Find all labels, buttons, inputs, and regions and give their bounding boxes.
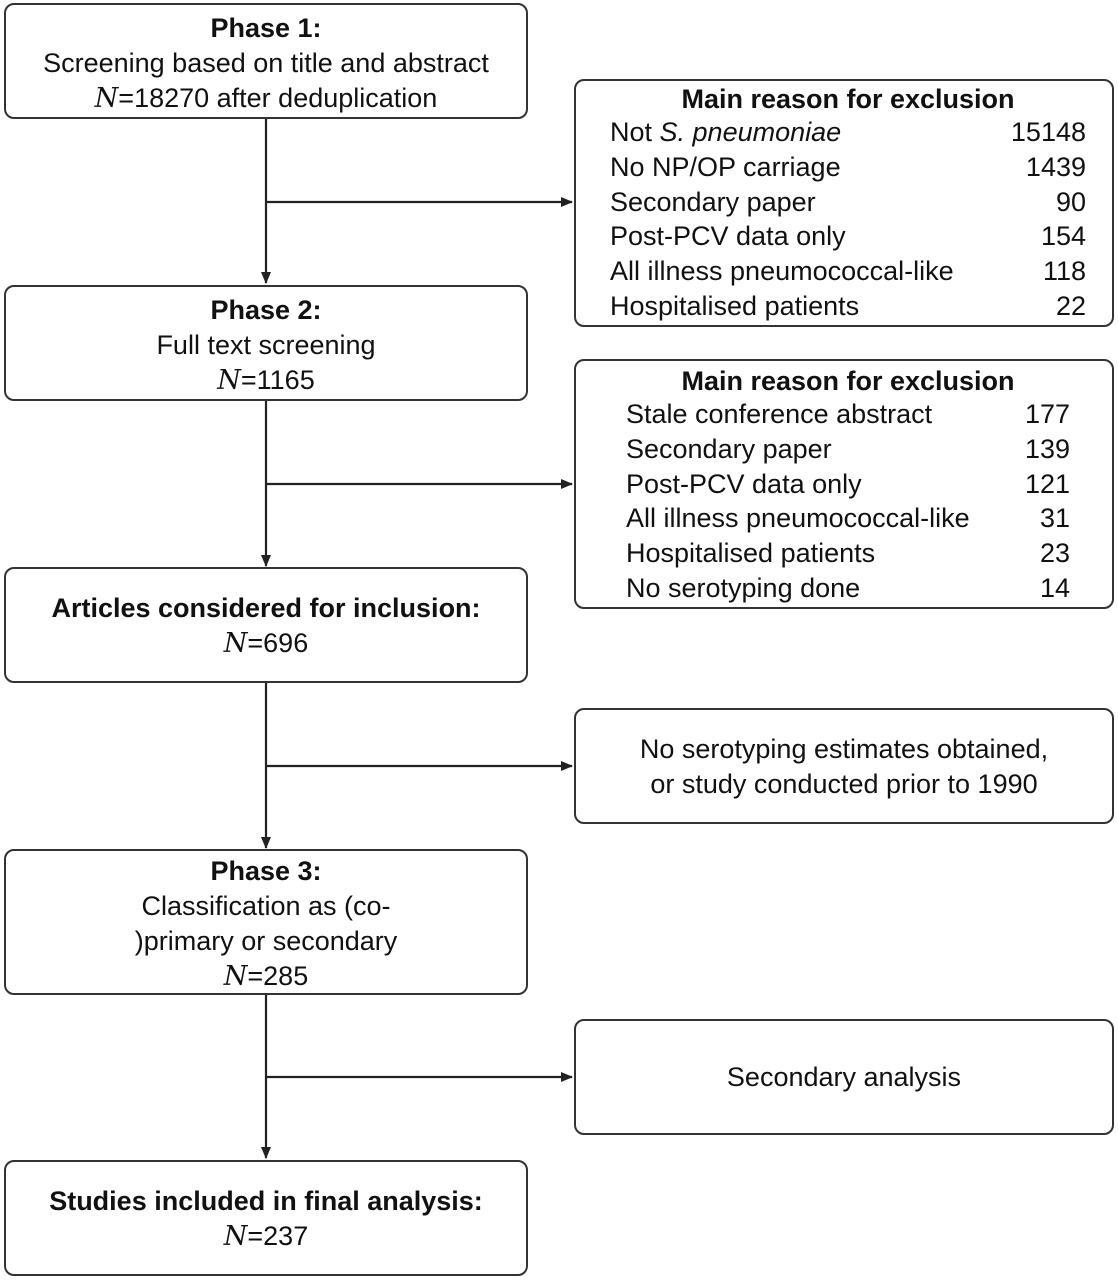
secondary-box: Secondary analysis <box>574 1019 1114 1135</box>
phase3-description-line2: )primary or secondary <box>134 926 398 956</box>
phase2-title: Phase 2: <box>210 295 322 325</box>
final-title: Studies included in final analysis: <box>49 1186 483 1216</box>
exclusion1-box: Main reason for exclusion Not S. pneumon… <box>574 79 1114 327</box>
phase2-count: N=1165 <box>217 365 315 396</box>
final-count: N=237 <box>223 1221 309 1252</box>
considered-count: N=696 <box>223 628 309 659</box>
secondary-label: Secondary analysis <box>726 1062 962 1092</box>
exclusion3-box: No serotyping estimates obtained, or stu… <box>574 708 1114 824</box>
exclusion3-line2: or study conducted prior to 1990 <box>650 769 1038 799</box>
exclusion3-line1: No serotyping estimates obtained, <box>639 734 1049 764</box>
phase3-count: N=285 <box>223 961 309 992</box>
phase2-box: Phase 2: Full text screening N=1165 <box>4 285 528 401</box>
phase3-description-line1: Classification as (co- <box>141 891 391 921</box>
phase1-title: Phase 1: <box>210 13 322 43</box>
phase3-box: Phase 3: Classification as (co- )primary… <box>4 849 528 995</box>
considered-box: Articles considered for inclusion: N=696 <box>4 567 528 683</box>
final-box: Studies included in final analysis: N=23… <box>4 1160 528 1276</box>
exclusion2-box: Main reason for exclusion Stale conferen… <box>574 359 1114 609</box>
phase3-title: Phase 3: <box>210 856 322 886</box>
phase1-count: N=18270 after deduplication <box>94 83 438 114</box>
phase1-description: Screening based on title and abstract <box>43 48 489 78</box>
exclusion1-title: Main reason for exclusion <box>681 84 1015 114</box>
phase2-description: Full text screening <box>156 330 376 360</box>
exclusion2-title: Main reason for exclusion <box>681 366 1015 396</box>
phase1-box: Phase 1: Screening based on title and ab… <box>4 3 528 119</box>
considered-title: Articles considered for inclusion: <box>51 593 481 623</box>
